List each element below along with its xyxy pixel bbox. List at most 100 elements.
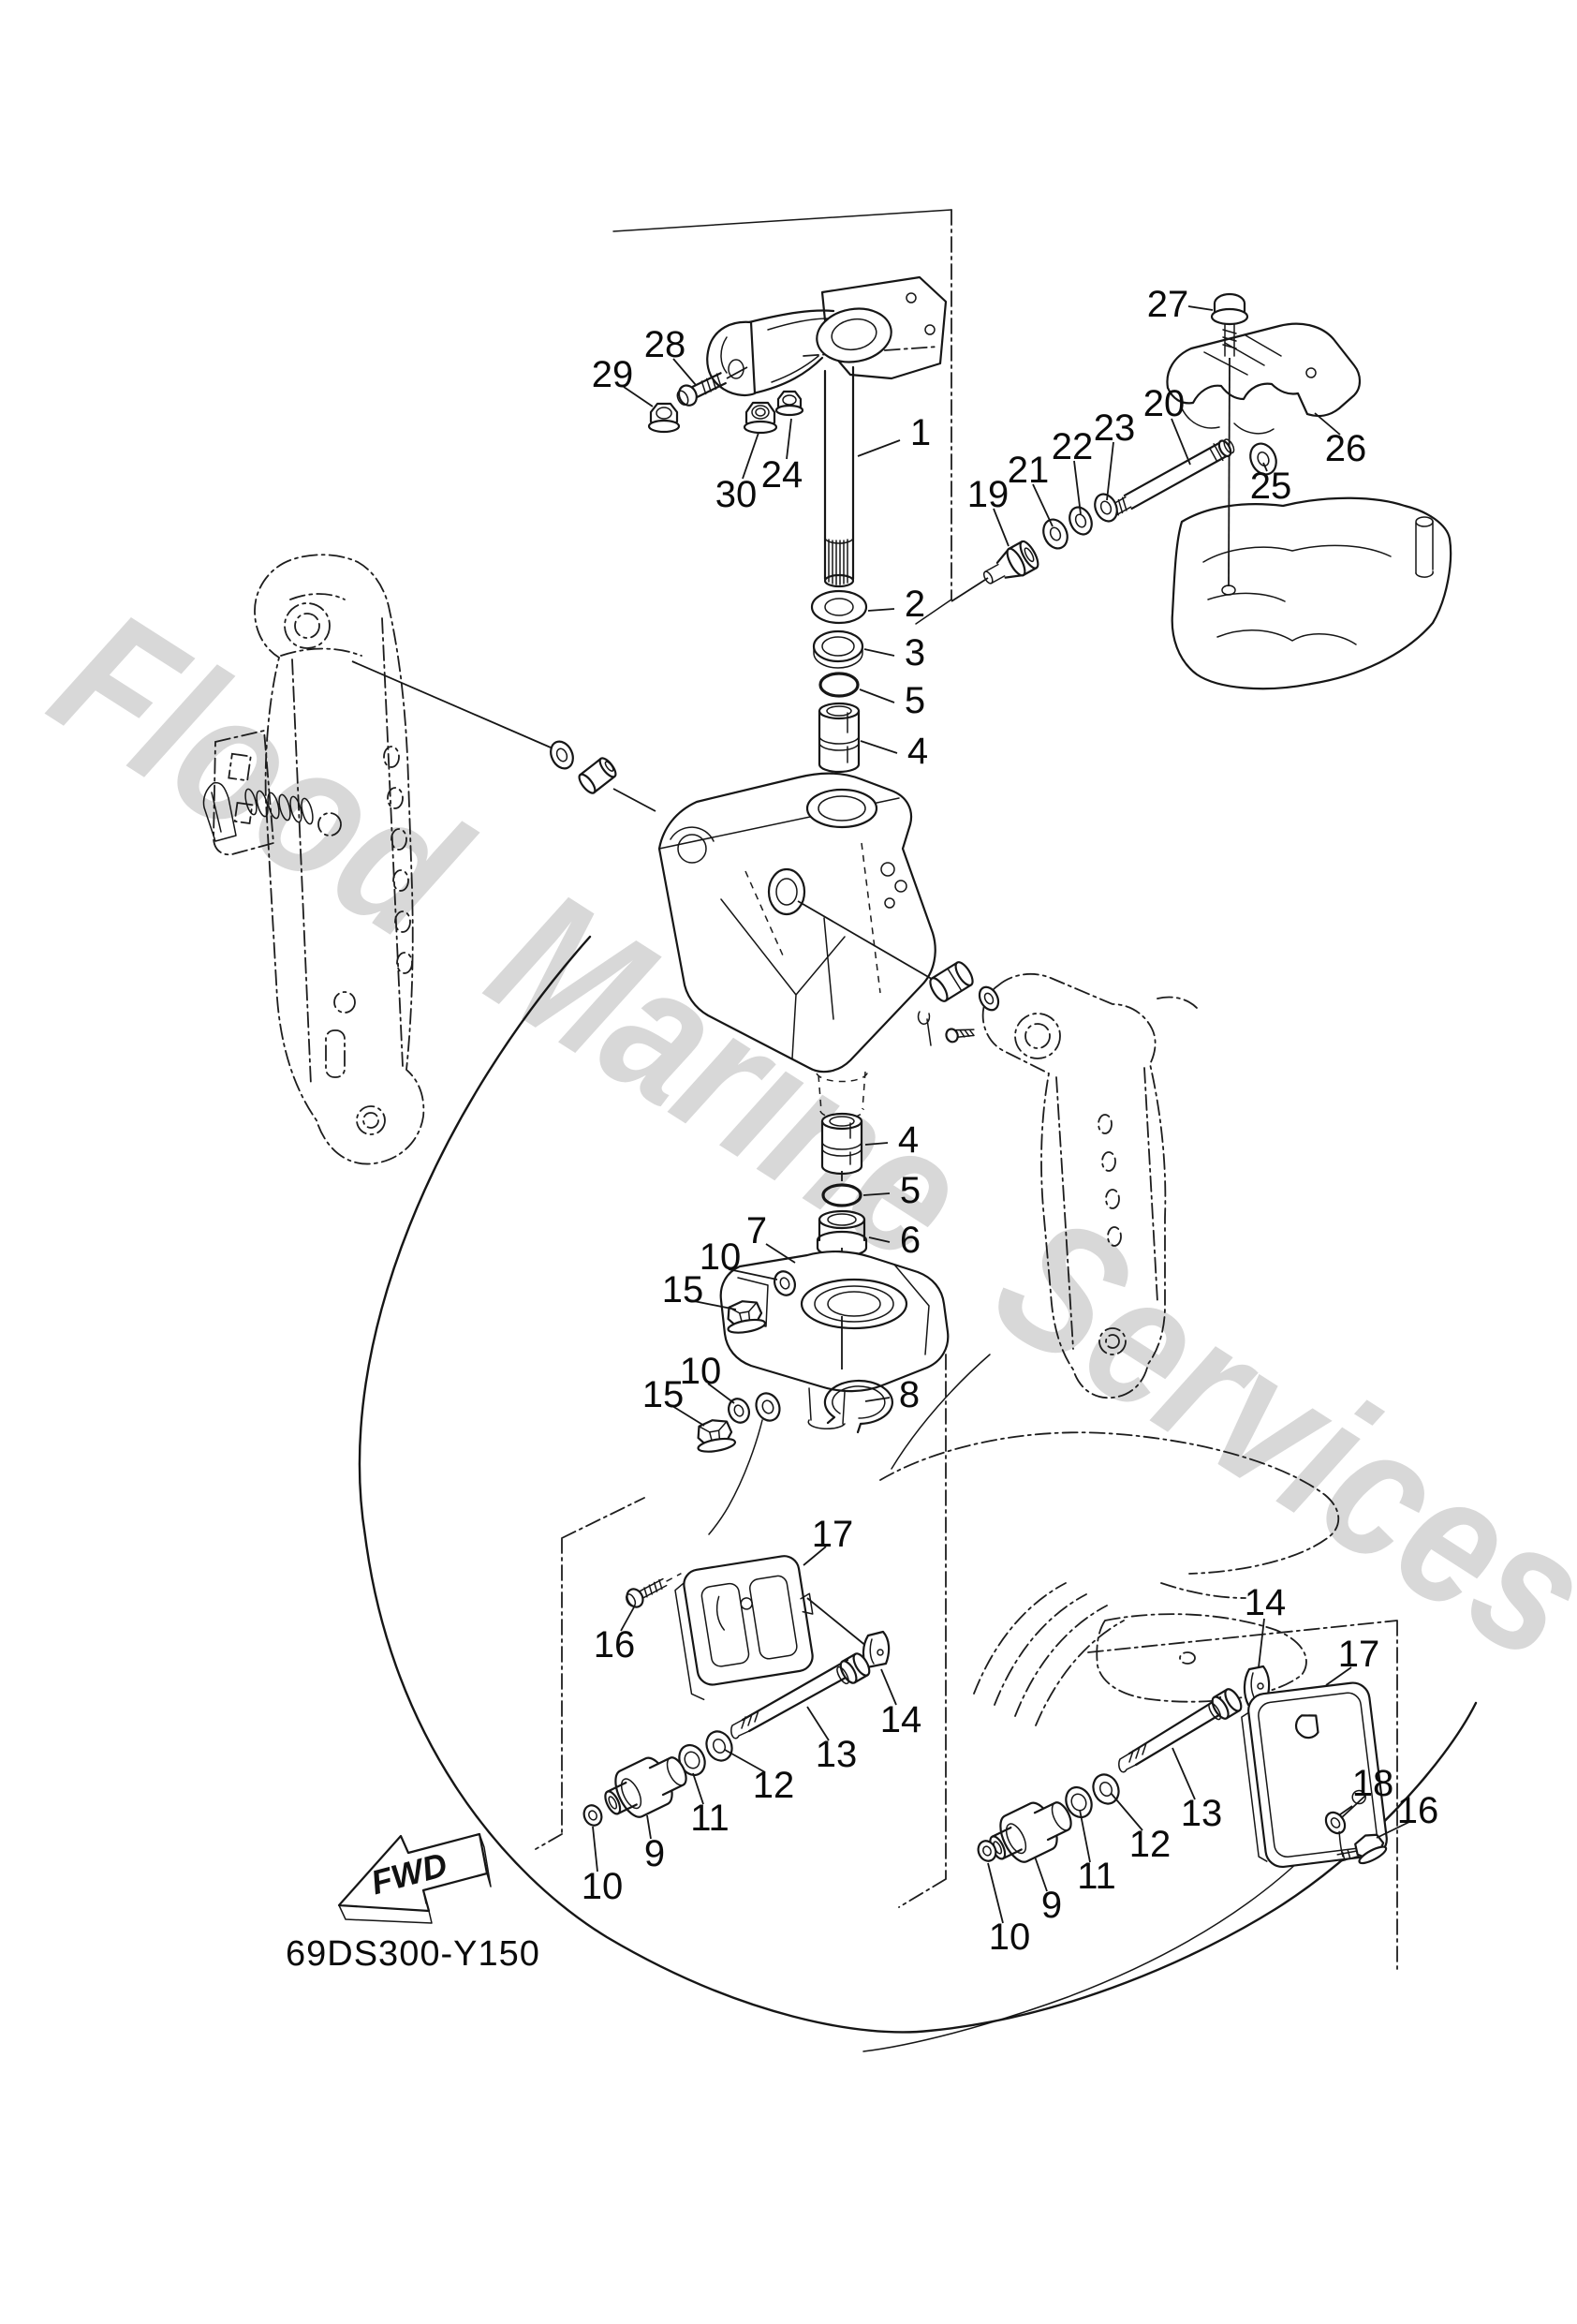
washer-12a bbox=[705, 1730, 733, 1762]
washer-12b bbox=[1092, 1773, 1120, 1805]
callout-leader-12 bbox=[1110, 1792, 1143, 1831]
callout-leader-6 bbox=[868, 1236, 891, 1243]
o-ring-5 bbox=[818, 672, 860, 698]
fwd-arrow: FWD bbox=[337, 1832, 492, 1924]
part-callout-27: 27 bbox=[1147, 284, 1189, 325]
part-callout-11: 11 bbox=[690, 1798, 730, 1839]
callout-leader-21 bbox=[1032, 483, 1054, 527]
part-callout-12: 12 bbox=[1129, 1824, 1172, 1865]
trim-pin bbox=[578, 757, 656, 812]
bearing-3 bbox=[812, 629, 864, 669]
bushing-6 bbox=[816, 1209, 868, 1258]
part-callout-16: 16 bbox=[594, 1624, 636, 1665]
washer-10b bbox=[728, 1398, 750, 1424]
right-transom-bracket-phantom bbox=[981, 972, 1198, 1399]
nut-24 bbox=[774, 390, 804, 417]
part-callout-28: 28 bbox=[644, 324, 686, 365]
part-callout-4: 4 bbox=[907, 731, 928, 772]
part-callout-30: 30 bbox=[715, 474, 758, 515]
side-bushing bbox=[929, 961, 974, 1002]
bolt-13a bbox=[730, 1652, 871, 1739]
part-callout-10: 10 bbox=[680, 1351, 722, 1392]
washer-22 bbox=[1069, 506, 1093, 536]
part-callout-13: 13 bbox=[1181, 1793, 1223, 1834]
callout-leader-19 bbox=[993, 508, 1010, 547]
side-washer bbox=[978, 985, 1000, 1012]
rubber-mount-9b bbox=[989, 1801, 1072, 1863]
bolt-16b bbox=[1336, 1833, 1388, 1865]
part-callout-9: 9 bbox=[644, 1833, 665, 1874]
callout-leader-17 bbox=[1325, 1666, 1352, 1686]
drawing-code: 69DS300-Y150 bbox=[286, 1934, 540, 1974]
washer-25 bbox=[1249, 442, 1277, 476]
left-transom-bracket-phantom bbox=[202, 554, 552, 1165]
callout-leader-8 bbox=[864, 1397, 891, 1402]
washer-11b bbox=[1065, 1785, 1093, 1819]
part-callout-24: 24 bbox=[761, 454, 803, 496]
callout-leader-13 bbox=[1172, 1747, 1196, 1800]
bolt-15a bbox=[727, 1300, 767, 1334]
callout-leader-10 bbox=[987, 1862, 1004, 1924]
washer-2 bbox=[810, 589, 868, 625]
part-callout-25: 25 bbox=[1250, 466, 1292, 507]
damper-14a bbox=[862, 1630, 891, 1669]
callout-leader-22 bbox=[1073, 460, 1082, 515]
callout-leader-29 bbox=[623, 386, 654, 407]
side-screw bbox=[945, 1028, 975, 1044]
part-callout-14: 14 bbox=[880, 1699, 922, 1740]
part-callout-16: 16 bbox=[1397, 1790, 1439, 1831]
part-callout-9: 9 bbox=[1041, 1885, 1062, 1926]
callout-leader-2 bbox=[867, 608, 895, 612]
part-callout-4: 4 bbox=[898, 1119, 919, 1161]
callout-leader-24 bbox=[786, 418, 792, 460]
callout-leader-9 bbox=[646, 1814, 652, 1840]
damper-19 bbox=[951, 540, 1039, 602]
screw-16a bbox=[626, 1573, 682, 1608]
callout-leader-5 bbox=[862, 1192, 891, 1196]
side-clip bbox=[917, 1011, 932, 1046]
washer-10d bbox=[977, 1840, 997, 1862]
callout-leader-7 bbox=[765, 1243, 796, 1264]
callout-leader-9 bbox=[1034, 1856, 1048, 1892]
part-callout-12: 12 bbox=[753, 1765, 795, 1806]
bolt-13b bbox=[1118, 1688, 1243, 1773]
part-callout-2: 2 bbox=[905, 584, 925, 625]
part-callout-13: 13 bbox=[816, 1734, 858, 1775]
callout-leader-14 bbox=[1258, 1618, 1265, 1668]
part-callout-26: 26 bbox=[1325, 428, 1367, 469]
part-callout-19: 19 bbox=[967, 474, 1010, 515]
callout-leader-17 bbox=[803, 1546, 827, 1566]
group-frame-lines bbox=[535, 209, 1398, 1974]
part-callout-20: 20 bbox=[1143, 383, 1186, 424]
part-callout-5: 5 bbox=[900, 1170, 921, 1211]
nut-30 bbox=[743, 401, 778, 435]
part-callout-21: 21 bbox=[1008, 450, 1050, 491]
washer-10c bbox=[582, 1804, 603, 1827]
callout-leader-10 bbox=[592, 1826, 598, 1873]
part-callout-11: 11 bbox=[1077, 1856, 1116, 1897]
part-callout-10: 10 bbox=[582, 1866, 624, 1907]
part-callout-14: 14 bbox=[1245, 1582, 1287, 1623]
bushing-4 bbox=[818, 702, 861, 793]
bolt-27 bbox=[1210, 292, 1249, 587]
callout-leader-15 bbox=[671, 1405, 705, 1427]
bolt-28 bbox=[676, 366, 748, 407]
trim-washer bbox=[550, 740, 574, 770]
nut-29 bbox=[647, 402, 681, 434]
circlip-8 bbox=[823, 1379, 894, 1434]
callout-leader-16 bbox=[620, 1605, 636, 1632]
part-callout-7: 7 bbox=[746, 1210, 767, 1251]
mount-cover-17a bbox=[674, 1555, 868, 1701]
callout-leader-18 bbox=[1340, 1795, 1366, 1819]
callout-leader-11 bbox=[1079, 1809, 1091, 1863]
rubber-mount-9a bbox=[604, 1756, 687, 1818]
callout-leader-23 bbox=[1106, 441, 1114, 501]
callout-leader-28 bbox=[672, 358, 697, 386]
hull-sweep-curve bbox=[358, 935, 1478, 2034]
callout-leader-25 bbox=[1262, 462, 1268, 472]
cable-curve bbox=[862, 1835, 1325, 2052]
callout-leader-27 bbox=[1187, 305, 1214, 311]
